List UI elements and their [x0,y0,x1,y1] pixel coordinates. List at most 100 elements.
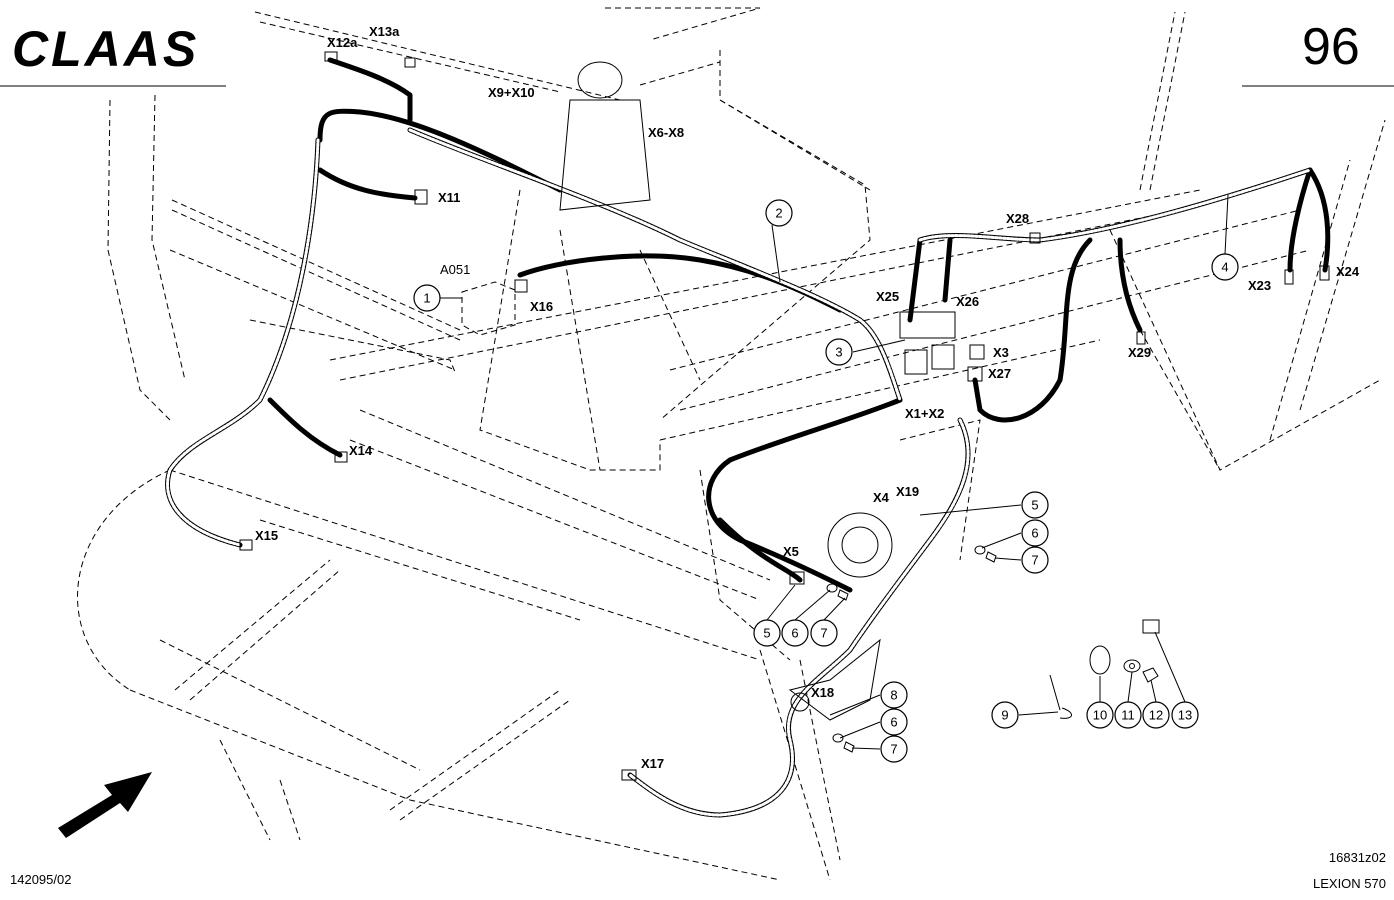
callout-13: 13 [1171,701,1199,729]
connector-icon [239,539,253,551]
connector-icon [967,366,983,382]
connector-icon [931,344,955,370]
label-x25: X25 [876,289,899,304]
callout-7: 7 [810,619,838,647]
svg-text:8: 8 [890,688,897,703]
callout-10: 10 [1086,701,1114,729]
svg-text:12: 12 [1149,708,1163,723]
footer-model: LEXION 570 [1313,876,1386,891]
svg-text:3: 3 [835,345,842,360]
connector-icon [904,349,928,375]
alternator-icon [827,512,893,578]
direction-arrow-icon [58,772,152,838]
label-x11: X11 [438,190,460,205]
label-x29: X29 [1128,345,1151,360]
components [58,51,1330,838]
label-x28: X28 [1006,211,1029,226]
label-x12a: X12a [327,35,358,50]
connector-icon [334,451,348,463]
callout-9: 9 [991,701,1019,729]
label-x17: X17 [641,756,664,771]
svg-text:7: 7 [820,626,827,641]
label-x9x10: X9+X10 [488,85,535,100]
connector-icon [789,571,805,585]
callout-2: 2 [765,199,793,227]
svg-text:13: 13 [1178,708,1192,723]
nut-icon [1142,667,1159,683]
callout-5: 5 [1021,491,1049,519]
clip-nut-icon [1142,619,1160,634]
connector-icon [1319,265,1330,281]
connector-icon [404,57,416,68]
header: CLAAS 96 [0,18,1394,87]
label-x19: X19 [896,484,919,499]
connector-icon [1136,331,1146,345]
cable-tie-icon [1049,674,1061,711]
label-x26: X26 [956,294,979,309]
connector-icon [514,279,528,293]
cable-clip-icon [1089,645,1111,675]
svg-text:6: 6 [1031,526,1038,541]
callout-6: 6 [1021,519,1049,547]
connector-icon [324,51,338,62]
svg-text:5: 5 [763,626,770,641]
label-x15: X15 [255,528,278,543]
label-x27: X27 [988,366,1011,381]
svg-text:5: 5 [1031,498,1038,513]
svg-text:7: 7 [890,742,897,757]
callout-6: 6 [781,619,809,647]
label-x6x8: X6-X8 [648,125,684,140]
label-x23: X23 [1248,278,1271,293]
svg-text:10: 10 [1093,708,1107,723]
callout-7: 7 [880,735,908,763]
connector-labels: X12a X13a X9+X10 X6-X8 X11 A051 X16 X28 … [255,24,1360,771]
leader-lines [440,194,1229,750]
connector-icon [1284,269,1294,285]
page-number: 96 [1302,18,1360,76]
claas-logo: CLAAS [12,21,199,77]
label-x16: X16 [530,299,553,314]
svg-text:1: 1 [423,291,430,306]
label-x4: X4 [873,490,890,505]
svg-text:6: 6 [791,626,798,641]
label-x1x2: X1+X2 [905,406,944,421]
svg-text:4: 4 [1221,260,1228,275]
callout-4: 4 [1211,253,1239,281]
svg-text:6: 6 [890,715,897,730]
svg-text:11: 11 [1121,708,1135,723]
machine-outline [77,7,1386,881]
svg-text:9: 9 [1001,708,1008,723]
label-x3: X3 [993,345,1009,360]
wiring-harness [165,57,1331,818]
callout-8: 8 [880,681,908,709]
label-a051: A051 [440,262,470,277]
connector-icon [969,344,985,360]
callout-11: 11 [1114,701,1142,729]
callout-7: 7 [1021,546,1049,574]
control-unit-icon [461,281,516,336]
footer: 142095/02 16831z02 LEXION 570 [10,850,1386,891]
svg-text:7: 7 [1031,553,1038,568]
callout-12: 12 [1142,701,1170,729]
callout-6: 6 [880,708,908,736]
washer-icon [1123,659,1141,673]
footer-left-ref: 142095/02 [10,872,71,887]
label-x13a: X13a [369,24,400,39]
label-x24: X24 [1336,264,1360,279]
label-x14: X14 [349,443,373,458]
callout-3: 3 [825,338,853,366]
svg-text:2: 2 [775,206,782,221]
connector-icon [621,769,637,781]
label-x5: X5 [783,544,799,559]
callouts: 1 2 3 4 5 6 7 5 6 7 8 6 7 9 10 11 12 13 [413,199,1239,763]
connector-icon [899,311,956,339]
reservoir-icon [577,61,623,99]
bracket-icon [788,638,881,721]
footer-drawing-ref: 16831z02 [1329,850,1386,865]
connector-icon [414,189,428,205]
connector-icon [1029,232,1041,244]
callout-1: 1 [413,284,441,312]
label-x18: X18 [811,685,834,700]
callout-5: 5 [753,619,781,647]
